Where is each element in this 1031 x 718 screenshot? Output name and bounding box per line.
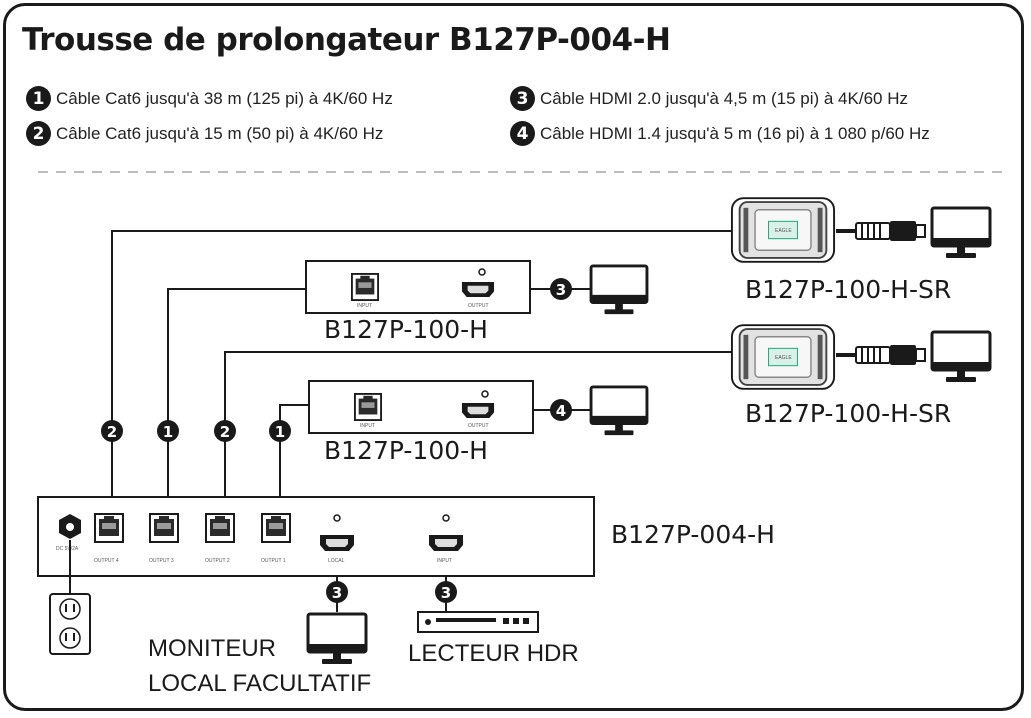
receiver-label-1: B127P-100-H — [324, 315, 488, 344]
marker-local-hdmi: 3 — [326, 581, 348, 603]
local-monitor-label-1: MONITEUR — [148, 635, 276, 662]
rx1-led — [478, 268, 486, 276]
monitor-icon — [306, 612, 368, 666]
input-label: INPUT — [437, 558, 452, 564]
legend-item-1: 1 Câble Cat6 jusqu'à 38 m (125 pi) à 4K/… — [26, 86, 393, 111]
marker-output4: 2 — [101, 420, 123, 442]
marker-output2-text: 2 — [220, 423, 230, 441]
marker-output3-text: 1 — [163, 423, 173, 441]
splitter-port-output3 — [149, 513, 179, 543]
monitor-icon — [930, 330, 992, 384]
legend-text-2: Câble Cat6 jusqu'à 15 m (50 pi) à 4K/60 … — [56, 123, 384, 143]
monitor-icon — [589, 264, 649, 316]
cable-output2 — [224, 351, 738, 516]
page-title: Trousse de prolongateur B127P-004-H — [22, 22, 671, 58]
sr2-hdmi-cable-icon — [836, 344, 926, 366]
marker-rx1-hdmi-text: 3 — [556, 281, 566, 299]
receiver-box-2: INPUT OUTPUT — [308, 380, 534, 434]
receiver-sr-label-2: B127P-100-H-SR — [745, 399, 951, 428]
rx2-out-label: OUTPUT — [468, 423, 489, 429]
local-monitor-label-2: LOCAL FACULTATIF — [148, 670, 371, 697]
diagram-frame — [3, 3, 1024, 711]
rx2-led — [481, 390, 489, 398]
legend-text-4: Câble HDMI 1.4 jusqu'à 5 m (16 pi) à 1 0… — [540, 123, 930, 143]
local-label: LOCAL — [328, 558, 345, 564]
rx1-rj45-port — [351, 273, 379, 301]
output3-label: OUTPUT 3 — [149, 558, 174, 564]
output4-label: OUTPUT 4 — [94, 558, 119, 564]
hdr-player-icon — [417, 611, 539, 633]
sr1-brand: EAGLE — [775, 228, 792, 234]
rx2-hdmi-port — [461, 402, 495, 419]
monitor-icon — [930, 206, 992, 260]
legend-item-3: 3 Câble HDMI 2.0 jusqu'à 4,5 m (15 pi) à… — [510, 86, 908, 111]
output1-label: OUTPUT 1 — [261, 558, 286, 564]
rx1-out-label: OUTPUT — [468, 303, 489, 309]
sr2-brand: EAGLE — [775, 355, 792, 361]
receiver-label-2: B127P-100-H — [324, 436, 488, 465]
legend-item-4: 4 Câble HDMI 1.4 jusqu'à 5 m (16 pi) à 1… — [510, 121, 930, 146]
marker-rx1-hdmi: 3 — [550, 278, 572, 300]
legend-text-3: Câble HDMI 2.0 jusqu'à 4,5 m (15 pi) à 4… — [540, 88, 908, 108]
splitter-box: DC 5V/2A OUTPUT 4 OUTPUT 3 OUTPUT 2 OUTP… — [37, 496, 595, 577]
rx1-in-label: INPUT — [357, 303, 372, 309]
legend-badge-1: 1 — [26, 86, 51, 111]
receiver-box-1: INPUT OUTPUT — [305, 260, 531, 314]
output2-label: OUTPUT 2 — [205, 558, 230, 564]
rx1-hdmi-port — [461, 281, 495, 298]
splitter-port-output1 — [261, 513, 291, 543]
legend-badge-3: 3 — [510, 86, 535, 111]
rx2-rj45-port — [354, 393, 382, 421]
legend-badge-4: 4 — [510, 121, 535, 146]
marker-output3: 1 — [157, 420, 179, 442]
rx2-in-label: INPUT — [360, 423, 375, 429]
legend-text-1: Câble Cat6 jusqu'à 38 m (125 pi) à 4K/60… — [56, 88, 393, 108]
marker-output1: 1 — [269, 420, 291, 442]
marker-rx2-hdmi: 4 — [550, 399, 572, 421]
splitter-port-local — [320, 535, 354, 551]
marker-output1-text: 1 — [275, 423, 285, 441]
marker-input-hdmi: 3 — [435, 581, 457, 603]
legend-badge-2: 2 — [26, 121, 51, 146]
marker-output4-text: 2 — [107, 423, 117, 441]
splitter-port-output2 — [205, 513, 235, 543]
monitor-icon — [589, 385, 649, 437]
legend-item-2: 2 Câble Cat6 jusqu'à 15 m (50 pi) à 4K/6… — [26, 121, 383, 146]
power-outlet-icon — [49, 540, 91, 655]
marker-local-hdmi-text: 3 — [332, 584, 342, 602]
marker-rx2-hdmi-text: 4 — [556, 402, 566, 420]
sr1-hdmi-cable-icon — [836, 220, 926, 242]
receiver-sr-label-1: B127P-100-H-SR — [745, 275, 951, 304]
marker-input-hdmi-text: 3 — [441, 584, 451, 602]
splitter-port-input — [429, 535, 463, 551]
splitter-port-output4 — [94, 513, 124, 543]
marker-output2: 2 — [214, 420, 236, 442]
power-port-label: DC 5V/2A — [56, 546, 79, 552]
hdr-player-label: LECTEUR HDR — [408, 640, 579, 667]
splitter-label: B127P-004-H — [611, 520, 775, 549]
